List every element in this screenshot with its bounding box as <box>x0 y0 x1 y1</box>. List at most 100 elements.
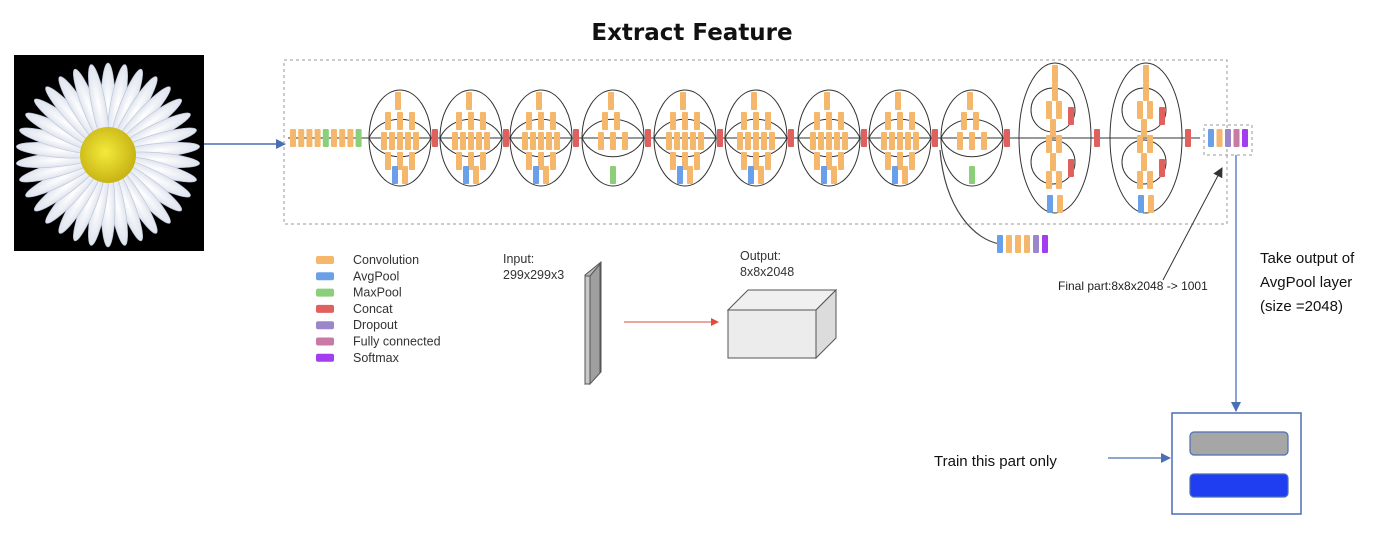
legend-label: AvgPool <box>353 269 399 283</box>
large-module-outline <box>1109 62 1183 214</box>
conv-block <box>468 152 474 170</box>
stem-block <box>322 129 329 147</box>
conv-block <box>765 112 771 130</box>
train-layer-blue <box>1189 473 1289 498</box>
stem-block <box>290 129 296 147</box>
conv-block <box>694 112 700 130</box>
pool-block <box>821 166 827 184</box>
legend-swatch <box>316 288 334 297</box>
conv-block <box>969 132 975 150</box>
conv-block <box>838 112 844 130</box>
pool-block <box>892 166 898 184</box>
train-layer-grey <box>1189 431 1289 456</box>
conv-block <box>842 132 848 150</box>
conv-block <box>814 112 820 130</box>
concat-block <box>1004 129 1010 147</box>
conv-block <box>526 112 532 130</box>
conv-block <box>682 152 688 170</box>
conv-block <box>1137 135 1143 153</box>
stem-block <box>339 129 346 147</box>
conv-block <box>1141 119 1147 137</box>
conv-block <box>456 152 462 170</box>
legend-swatch <box>316 353 334 362</box>
conv-block <box>826 152 832 170</box>
concat-block <box>717 129 723 147</box>
conv-block <box>1137 101 1143 119</box>
conv-block <box>834 132 840 150</box>
conv-block <box>897 132 903 150</box>
conv-block <box>737 132 743 150</box>
concat-block <box>1068 107 1074 125</box>
conv-block <box>909 112 915 130</box>
conv-block <box>554 132 560 150</box>
aux-block <box>1024 235 1030 253</box>
conv-block <box>741 152 747 170</box>
stem-block <box>331 129 337 147</box>
conv-block <box>824 92 830 110</box>
take-output-line-2: AvgPool layer <box>1260 274 1352 291</box>
pool-block <box>677 166 683 184</box>
conv-block <box>385 152 391 170</box>
pool-block <box>687 166 693 184</box>
module-branch <box>581 137 645 158</box>
conv-block <box>1147 171 1153 189</box>
head-block <box>1216 129 1223 147</box>
large-module-outline <box>1018 62 1092 214</box>
head-block <box>1233 129 1240 147</box>
conv-block <box>622 132 628 150</box>
conv-block <box>381 132 387 150</box>
aux-block <box>1042 235 1048 253</box>
conv-block <box>814 152 820 170</box>
conv-block <box>397 152 403 170</box>
module-branch <box>940 118 1004 139</box>
conv-block <box>765 152 771 170</box>
conv-block <box>468 132 474 150</box>
sub-branch <box>1121 139 1167 185</box>
conv-block <box>741 112 747 130</box>
output-tensor <box>726 288 838 360</box>
conv-block <box>895 92 901 110</box>
conv-block <box>1046 171 1052 189</box>
legend-label: Softmax <box>353 351 400 365</box>
conv-block <box>826 132 832 150</box>
stem-block <box>355 129 362 147</box>
feature-extractor-box <box>283 59 1228 225</box>
pool-block <box>748 166 754 184</box>
conv-block <box>838 152 844 170</box>
input-tensor <box>584 260 602 386</box>
conv-block <box>1148 195 1154 213</box>
conv-block <box>961 112 967 130</box>
head-block <box>1242 129 1248 147</box>
conv-block <box>614 112 620 130</box>
aux-branch-line <box>939 149 1001 245</box>
conv-block <box>538 152 544 170</box>
concat-block <box>645 129 651 147</box>
take-output-line-1: Take output of <box>1260 250 1355 267</box>
train-label: Train this part only <box>934 453 1057 470</box>
pool-block <box>543 166 549 184</box>
pool-block <box>758 166 764 184</box>
conv-block <box>610 132 616 150</box>
conv-block <box>480 152 486 170</box>
conv-block <box>409 112 415 130</box>
conv-block <box>1052 65 1058 83</box>
daisy-image <box>14 55 204 251</box>
conv-block <box>1046 101 1052 119</box>
conv-block <box>1143 83 1149 101</box>
conv-block <box>885 112 891 130</box>
avgpool-block <box>1138 195 1144 213</box>
legend-swatch <box>316 304 334 313</box>
legend-label: Fully connected <box>353 335 441 349</box>
avgpool-selection-box <box>1203 124 1253 156</box>
pool-block <box>610 166 616 184</box>
aux-block <box>997 235 1003 253</box>
conv-block <box>389 132 395 150</box>
conv-block <box>480 112 486 130</box>
concat-block <box>1068 159 1074 177</box>
conv-block <box>889 132 895 150</box>
stem-block <box>298 129 305 147</box>
conv-block <box>957 132 963 150</box>
conv-block <box>602 112 608 130</box>
aux-block <box>1006 235 1012 253</box>
conv-block <box>761 132 767 150</box>
